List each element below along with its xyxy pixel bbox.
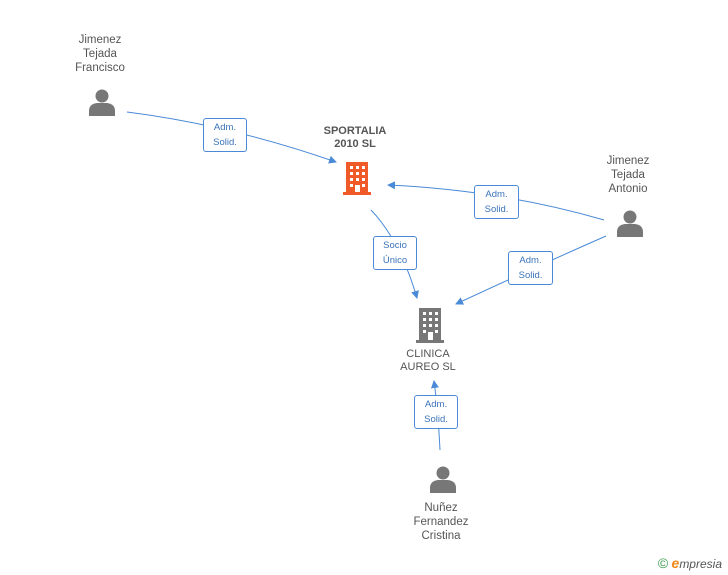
badge-line: Solid.	[424, 414, 448, 425]
company-name: CLINICA AUREO SL	[383, 348, 473, 374]
person-name-line: Antonio	[608, 183, 648, 195]
badge-line: Adm.	[519, 255, 542, 266]
person-name-line: Jimenez	[606, 155, 650, 167]
copyright-icon: ©	[657, 555, 669, 571]
brand-footer: © empresia	[658, 555, 722, 571]
person-node-cristina[interactable]: Nuñez Fernandez Cristina	[401, 501, 481, 543]
company-name-line: SPORTALIA	[323, 125, 387, 137]
building-icon	[343, 162, 371, 195]
edge-badge-sportalia-clinica[interactable]: Socio Único	[373, 236, 417, 270]
badge-line: Único	[382, 255, 408, 266]
person-name-line: Jimenez	[78, 34, 122, 46]
edge-badge-cristina-clinica[interactable]: Adm. Solid.	[414, 395, 458, 429]
badge-line: Solid.	[484, 204, 509, 215]
person-node-antonio[interactable]: Jimenez Tejada Antonio	[588, 154, 668, 196]
edge-badge-antonio-sportalia[interactable]: Adm. Solid.	[474, 185, 519, 219]
person-name-line: Nuñez	[424, 502, 458, 514]
person-name-line: Fernandez	[413, 516, 469, 528]
person-icon	[89, 89, 115, 116]
badge-line: Solid.	[213, 137, 237, 148]
person-icon	[617, 210, 643, 237]
person-name: Nuñez Fernandez Cristina	[401, 501, 481, 543]
company-name-line: 2010 SL	[334, 138, 376, 150]
person-name-line: Tejada	[83, 48, 117, 60]
brand-logo-text: mpresia	[679, 557, 722, 571]
badge-line: Adm.	[213, 122, 237, 133]
person-name: Jimenez Tejada Francisco	[60, 33, 140, 75]
building-icon	[416, 308, 444, 343]
badge-line: Adm.	[485, 189, 508, 200]
person-name-line: Tejada	[611, 169, 645, 181]
edge-badge-antonio-clinica[interactable]: Adm. Solid.	[508, 251, 553, 285]
brand-logo-mark: e	[671, 555, 680, 571]
badge-line: Socio	[383, 240, 407, 251]
company-node-sportalia[interactable]: SPORTALIA 2010 SL	[310, 125, 400, 151]
person-node-francisco[interactable]: Jimenez Tejada Francisco	[60, 33, 140, 75]
person-name-line: Cristina	[421, 530, 461, 542]
edge-badge-francisco-sportalia[interactable]: Adm. Solid.	[203, 118, 247, 152]
person-icon	[430, 466, 456, 493]
company-name-line: AUREO SL	[400, 361, 456, 373]
badge-line: Solid.	[518, 270, 543, 281]
company-name: SPORTALIA 2010 SL	[310, 125, 400, 151]
person-name-line: Francisco	[75, 62, 125, 74]
company-node-clinica[interactable]: CLINICA AUREO SL	[383, 348, 473, 374]
badge-line: Adm.	[424, 399, 448, 410]
person-name: Jimenez Tejada Antonio	[588, 154, 668, 196]
company-name-line: CLINICA	[406, 348, 450, 360]
